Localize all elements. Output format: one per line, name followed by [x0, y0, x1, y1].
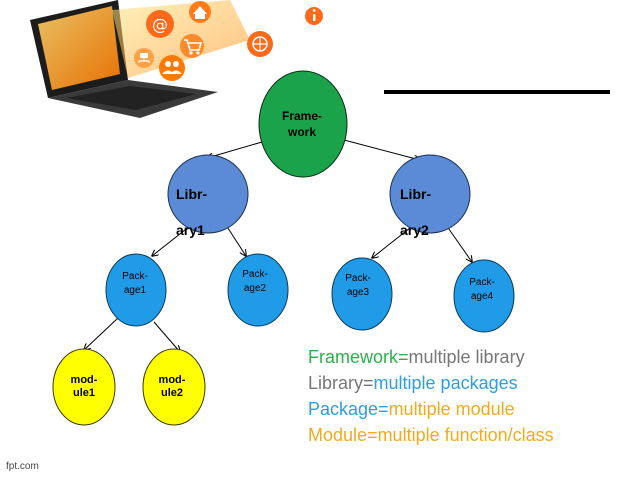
watermark: fpt.com [6, 461, 39, 472]
legend-module-term: Module= [308, 425, 378, 445]
module1-node [52, 348, 116, 426]
home-icon [189, 1, 211, 23]
framework-node [258, 70, 348, 178]
arrow-framework-library2 [343, 139, 420, 160]
module1-label: mod- ule1 [70, 374, 98, 399]
module2-label: mod- ule2 [158, 374, 186, 399]
package4-node [453, 259, 515, 333]
library1-label: Libr- ary1 [176, 186, 208, 238]
package3-node [331, 257, 393, 331]
package1-label: Pack- age1 [122, 271, 148, 296]
package2-node [227, 253, 289, 327]
definitions-legend: Framework=multiple library Library=multi… [308, 344, 628, 448]
users-icon [159, 55, 185, 81]
email-icon: @ [146, 10, 174, 38]
library2-node [389, 154, 471, 234]
info-icon [305, 7, 323, 25]
legend-package-definition: multiple module [388, 399, 515, 419]
legend-package-term: Package= [308, 399, 389, 419]
legend-library-term: Library= [308, 373, 374, 393]
arrow-package1-module2 [153, 321, 180, 352]
legend-module: Module=multiple function/class [308, 422, 628, 448]
legend-module-definition: multiple function/class [377, 425, 554, 445]
module2-node [142, 348, 206, 426]
package3-label: Pack- age3 [345, 273, 371, 298]
framework-label: Frame- work [281, 109, 322, 139]
cart-icon [180, 34, 204, 58]
library2-label: Libr- ary2 [400, 186, 432, 238]
laptop-illustration: @ [30, 0, 323, 118]
arrow-library2-package3 [372, 227, 411, 258]
legend-framework: Framework=multiple library [308, 344, 628, 370]
library1-node [167, 154, 249, 234]
laptop-keyboard [66, 86, 196, 110]
network-icon [134, 48, 154, 68]
legend-library-definition: multiple packages [373, 373, 518, 393]
legend-library: Library=multiple packages [308, 370, 628, 396]
legend-framework-definition: multiple library [408, 347, 525, 367]
arrow-library1-package1 [152, 225, 191, 256]
legend-framework-term: Framework= [308, 347, 409, 367]
arrow-package1-module1 [84, 317, 119, 350]
laptop-screen-glow [38, 6, 120, 90]
globe-icon [247, 31, 273, 57]
package2-label: Pack- age2 [242, 269, 268, 294]
package1-node [105, 253, 167, 327]
svg-text:@: @ [152, 15, 168, 34]
package4-label: Pack- age4 [469, 277, 495, 302]
legend-package: Package=multiple module [308, 396, 628, 422]
